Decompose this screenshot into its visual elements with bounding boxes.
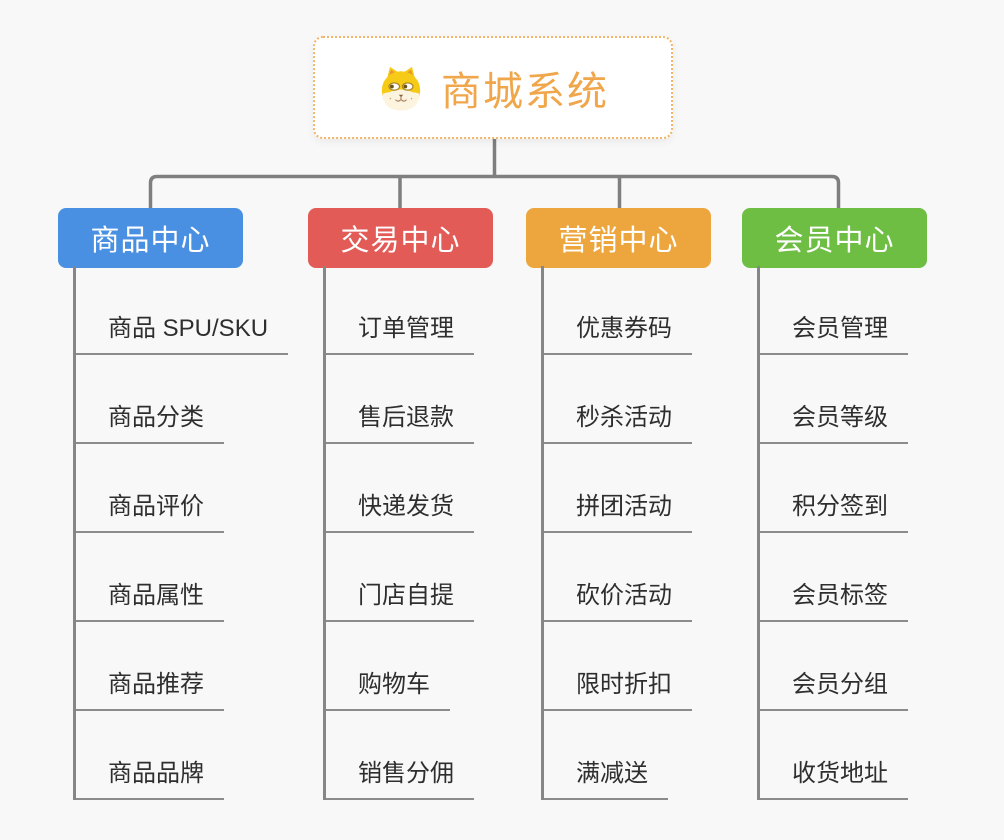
topic-label[interactable]: 快递发货 bbox=[323, 486, 474, 533]
topic-label[interactable]: 售后退款 bbox=[323, 397, 474, 444]
branch-items: 商品 SPU/SKU 商品分类 商品评价 商品属性 商品推荐 商品品牌 bbox=[73, 266, 289, 800]
branch-header-member[interactable]: 会员中心 bbox=[742, 208, 927, 268]
topic-label[interactable]: 购物车 bbox=[323, 664, 450, 711]
topic-label[interactable]: 满减送 bbox=[541, 753, 668, 800]
topic-item: 满减送 bbox=[541, 711, 692, 800]
topic-label[interactable]: 会员管理 bbox=[757, 308, 908, 355]
topic-label[interactable]: 商品分类 bbox=[73, 397, 224, 444]
topic-label[interactable]: 商品品牌 bbox=[73, 753, 224, 800]
topic-item: 积分签到 bbox=[757, 444, 908, 533]
topic-item: 会员分组 bbox=[757, 622, 908, 711]
topic-label[interactable]: 秒杀活动 bbox=[541, 397, 692, 444]
topic-label[interactable]: 砍价活动 bbox=[541, 575, 692, 622]
dog-face-icon bbox=[381, 66, 421, 111]
branch-items: 订单管理 售后退款 快递发货 门店自提 购物车 销售分佣 bbox=[323, 266, 474, 800]
branch-items: 优惠券码 秒杀活动 拼团活动 砍价活动 限时折扣 满减送 bbox=[541, 266, 692, 800]
branch-header-marketing[interactable]: 营销中心 bbox=[526, 208, 711, 268]
topic-label[interactable]: 拼团活动 bbox=[541, 486, 692, 533]
topic-label[interactable]: 优惠券码 bbox=[541, 308, 692, 355]
topic-label[interactable]: 订单管理 bbox=[323, 308, 474, 355]
branch-vertical-line bbox=[323, 266, 326, 800]
topic-item: 订单管理 bbox=[323, 266, 474, 355]
topic-item: 会员标签 bbox=[757, 533, 908, 622]
branch-header-product[interactable]: 商品中心 bbox=[58, 208, 243, 268]
topic-item: 拼团活动 bbox=[541, 444, 692, 533]
topic-label[interactable]: 会员等级 bbox=[757, 397, 908, 444]
branch-header-trade[interactable]: 交易中心 bbox=[308, 208, 493, 268]
topic-label[interactable]: 商品推荐 bbox=[73, 664, 224, 711]
topic-item: 售后退款 bbox=[323, 355, 474, 444]
topic-item: 优惠券码 bbox=[541, 266, 692, 355]
topic-item: 限时折扣 bbox=[541, 622, 692, 711]
topic-label[interactable]: 会员分组 bbox=[757, 664, 908, 711]
topic-item: 商品推荐 bbox=[73, 622, 288, 711]
topic-label[interactable]: 门店自提 bbox=[323, 575, 474, 622]
topic-item: 商品属性 bbox=[73, 533, 288, 622]
topic-label[interactable]: 商品属性 bbox=[73, 575, 224, 622]
branch-vertical-line bbox=[541, 266, 544, 800]
topic-item: 门店自提 bbox=[323, 533, 474, 622]
topic-item: 会员管理 bbox=[757, 266, 908, 355]
topic-item: 秒杀活动 bbox=[541, 355, 692, 444]
root-title: 商城系统 bbox=[441, 69, 609, 114]
topic-item: 商品分类 bbox=[73, 355, 288, 444]
topic-label[interactable]: 会员标签 bbox=[757, 575, 908, 622]
topic-item: 销售分佣 bbox=[323, 711, 474, 800]
topic-item: 商品 SPU/SKU bbox=[73, 266, 289, 355]
topic-item: 商品评价 bbox=[73, 444, 288, 533]
topic-item: 砍价活动 bbox=[541, 533, 692, 622]
topic-item: 商品品牌 bbox=[73, 711, 288, 800]
topic-item: 购物车 bbox=[323, 622, 474, 711]
topic-item: 快递发货 bbox=[323, 444, 474, 533]
branch-items: 会员管理 会员等级 积分签到 会员标签 会员分组 收货地址 bbox=[757, 266, 908, 800]
topic-label[interactable]: 商品评价 bbox=[73, 486, 224, 533]
root-node[interactable]: 商城系统 bbox=[313, 36, 673, 139]
topic-label[interactable]: 收货地址 bbox=[757, 753, 908, 800]
branch-vertical-line bbox=[73, 266, 76, 800]
branch-vertical-line bbox=[757, 266, 760, 800]
topic-label[interactable]: 商品 SPU/SKU bbox=[73, 308, 289, 355]
topic-item: 收货地址 bbox=[757, 711, 908, 800]
topic-label[interactable]: 限时折扣 bbox=[541, 664, 692, 711]
topic-label[interactable]: 积分签到 bbox=[757, 486, 908, 533]
topic-item: 会员等级 bbox=[757, 355, 908, 444]
topic-label[interactable]: 销售分佣 bbox=[323, 753, 474, 800]
